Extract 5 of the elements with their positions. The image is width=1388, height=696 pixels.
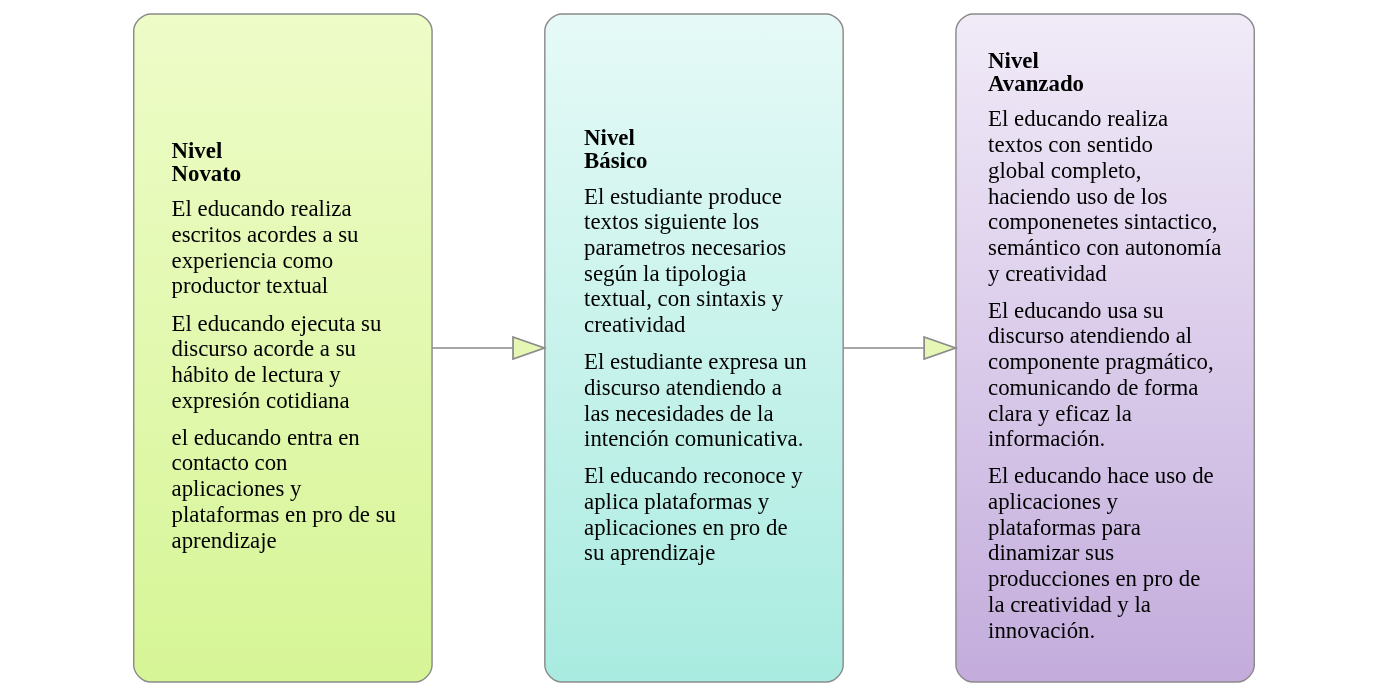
node-box: Nivel Avanzado El educando realiza textos con sentido global completo, haciendo uso de los componenetes sintactico, semántico con autonomía y creatividad El educando usa su discurso atendiendo al componente pragmático, comunicando de forma clara y eficaz la información. El educando hace uso de aplicaciones y plataformas para dinamizar sus producciones en pro de la creatividad y la innovación.: [955, 13, 1255, 683]
arrow: [842, 335, 959, 361]
node-box: Nivel Básico El estudiante produce textos siguiente los parametros necesarios según la tipologia textual, con sintaxis y creatividad El estudiante expresa un discurso atendiendo a las necesidades de la intención comunicativa. El educando reconoce y aplica plataformas y aplicaciones en pro de su aprendizaje: [544, 13, 844, 683]
node-box: Nivel Novato El educando realiza escritos acordes a su experiencia como productor textual El educando ejecuta su discurso acorde a su hábito de lectura y expresión cotidiana el educando entra en contacto con aplicaciones y plataformas en pro de su aprendizaje: [133, 13, 433, 683]
arrow: [431, 335, 547, 361]
